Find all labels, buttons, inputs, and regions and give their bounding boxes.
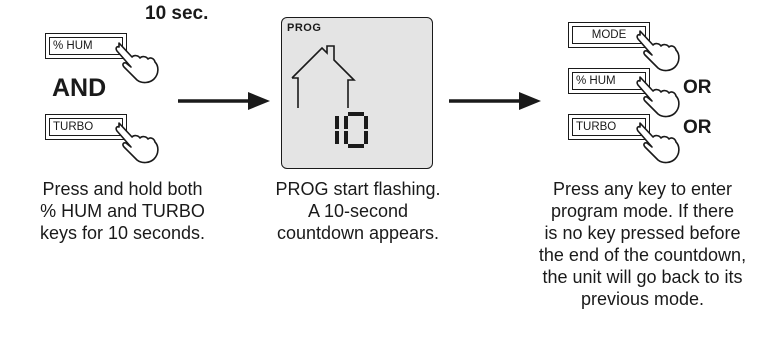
or-label: OR — [683, 77, 712, 98]
caption-line: PROG start flashing. — [275, 179, 441, 199]
caption-line: the unit will go back to its — [542, 267, 743, 287]
mode-key-label: MODE — [572, 26, 646, 44]
or-label: OR — [683, 117, 712, 138]
caption-line: the end of the countdown, — [538, 245, 747, 265]
caption-line: % HUM and TURBO — [40, 201, 205, 221]
pressing-hand-icon — [636, 76, 680, 118]
turbo-key[interactable]: TURBO — [568, 114, 650, 140]
right-arrow-icon — [449, 92, 541, 110]
timer-label: 10 sec. — [145, 3, 209, 24]
step2-caption: PROG start flashing. A 10-second countdo… — [233, 178, 483, 244]
house-icon — [291, 45, 356, 108]
caption-line: program mode. If there — [550, 201, 735, 221]
pressing-hand-icon — [115, 122, 159, 164]
step1-caption: Press and hold both % HUM and TURBO keys… — [0, 178, 245, 244]
mode-key[interactable]: MODE — [568, 22, 650, 48]
step3-caption: Press any key to enter program mode. If … — [500, 178, 780, 310]
pressing-hand-icon — [636, 122, 680, 164]
pressing-hand-icon — [115, 42, 159, 84]
lcd-digits — [335, 112, 368, 148]
pressing-hand-icon — [636, 30, 680, 72]
caption-line: keys for 10 seconds. — [39, 223, 206, 243]
right-arrow-icon — [178, 92, 270, 110]
caption-line: previous mode. — [580, 289, 705, 309]
turbo-key[interactable]: TURBO — [45, 114, 127, 140]
caption-line: Press and hold both — [42, 179, 203, 199]
turbo-key-label: TURBO — [49, 118, 123, 136]
and-label: AND — [52, 74, 107, 102]
caption-line: is no key pressed before — [544, 223, 741, 243]
hum-key-label: % HUM — [572, 72, 646, 90]
lcd-prog-indicator: PROG — [287, 22, 322, 34]
hum-key[interactable]: % HUM — [45, 33, 127, 59]
caption-line: A 10-second — [307, 201, 409, 221]
turbo-key-label: TURBO — [572, 118, 646, 136]
lcd-display: PROG 10 — [281, 17, 433, 169]
caption-line: Press any key to enter — [552, 179, 733, 199]
hum-key-label: % HUM — [49, 37, 123, 55]
caption-line: countdown appears. — [276, 223, 440, 243]
hum-key[interactable]: % HUM — [568, 68, 650, 94]
